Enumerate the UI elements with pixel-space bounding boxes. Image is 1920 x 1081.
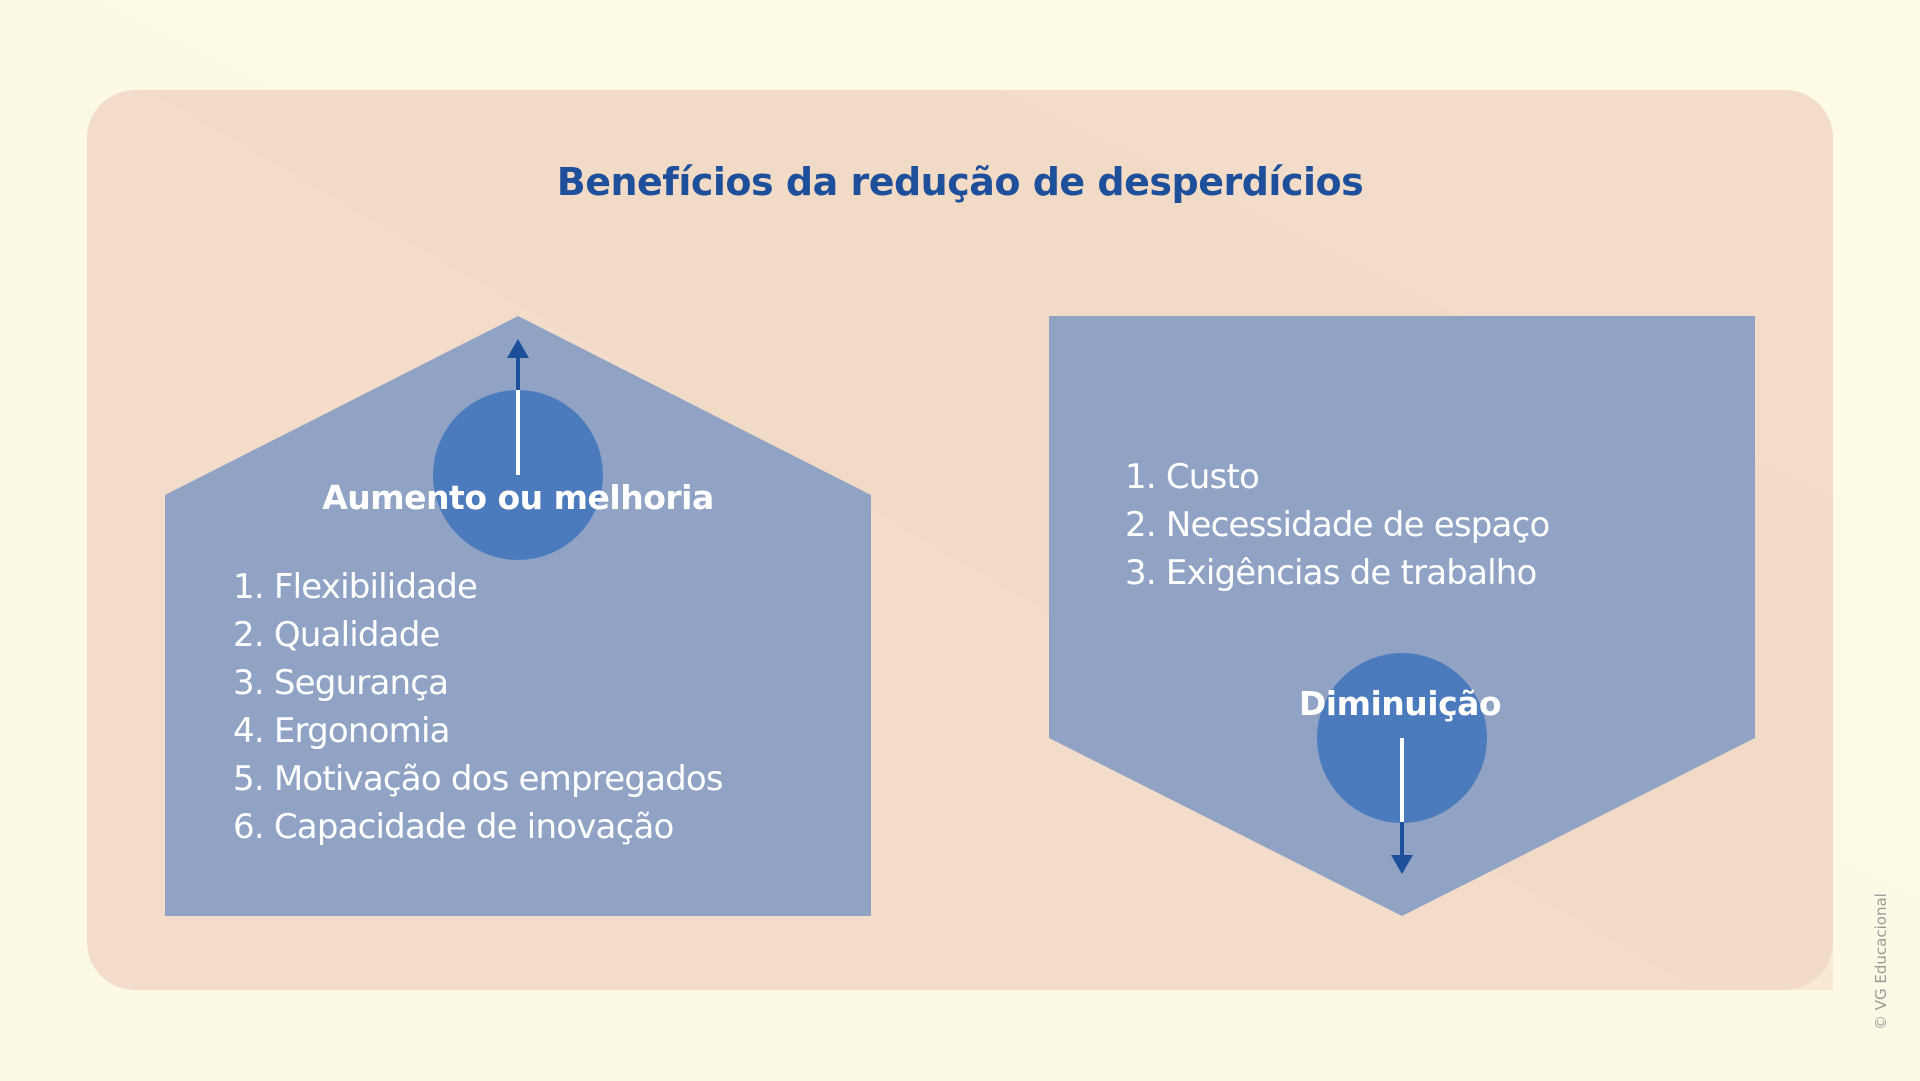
- copyright-credit: © VG Educacional: [1872, 893, 1890, 1030]
- down-arrow-icon: [1391, 738, 1413, 874]
- increase-label: Aumento ou melhoria: [322, 478, 714, 517]
- decrease-item-work-demands: 3. Exigências de trabalho: [1125, 553, 1537, 593]
- increase-item-innovation: 6. Capacidade de inovação: [233, 807, 674, 847]
- increase-item-ergonomics: 4. Ergonomia: [233, 711, 450, 751]
- decrease-item-cost: 1. Custo: [1125, 457, 1260, 497]
- increase-item-safety: 3. Segurança: [233, 663, 449, 703]
- increase-item-quality: 2. Qualidade: [233, 615, 440, 655]
- decrease-label: Diminuição: [1298, 684, 1502, 723]
- increase-list: 1. Flexibilidade 2. Qualidade 3. Seguran…: [233, 563, 724, 851]
- decrease-list: 1. Custo 2. Necessidade de espaço 3. Exi…: [1125, 453, 1550, 597]
- decrease-item-space: 2. Necessidade de espaço: [1125, 505, 1550, 545]
- increase-item-motivation: 5. Motivação dos empregados: [233, 759, 724, 799]
- decrease-panel: [1049, 316, 1755, 916]
- up-arrow-icon: [507, 339, 529, 475]
- diagram-title: Benefícios da redução de desperdícios: [556, 160, 1364, 204]
- increase-panel: [165, 316, 871, 916]
- increase-item-flexibility: 1. Flexibilidade: [233, 567, 478, 607]
